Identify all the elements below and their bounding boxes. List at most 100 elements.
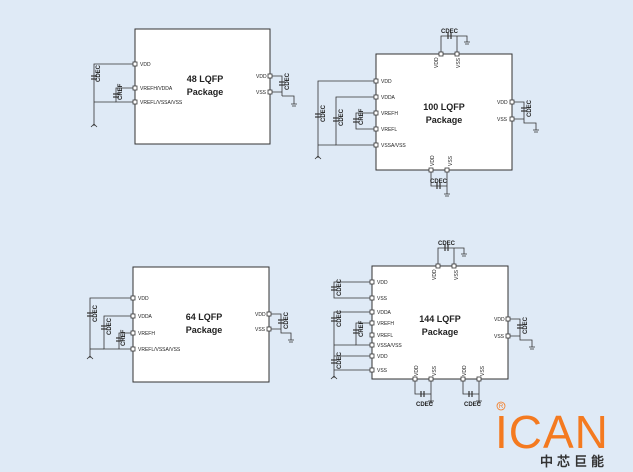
- cap-64-left-a-label: CDEC: [93, 304, 99, 322]
- wire-64-vdda: [103, 315, 131, 350]
- pin-144-bottom-vdd-2: [460, 376, 466, 382]
- wire-144-vref: [355, 322, 370, 346]
- pin-64-vdd-right-label: VDD: [255, 312, 266, 318]
- wire-48-right-gnd: [282, 95, 295, 104]
- cap-48-cdec-label: CDEC: [96, 64, 102, 82]
- package-48-title: 48 LQFP: [187, 74, 224, 84]
- pin-100-vdda-label: VDDA: [381, 95, 396, 101]
- pin-48-vrefh: [132, 85, 138, 91]
- pin-100-vdd-right: [509, 99, 515, 105]
- cap-144-bottom-1-label: CDEC: [416, 402, 434, 408]
- pin-100-bottom-vdd: [428, 167, 434, 173]
- pin-48-vdd-label: VDD: [140, 62, 151, 68]
- pin-144-bottom-vss-2: [476, 376, 482, 382]
- pin-100-vrefl: [373, 126, 379, 132]
- ground-48-right: [291, 103, 297, 107]
- cap-144-bottom-2-label: CDEC: [464, 402, 482, 408]
- wire-48-vdd: [93, 63, 133, 126]
- ground-100-left: [314, 155, 322, 160]
- cap-100-top-label: CDEC: [441, 29, 459, 35]
- pin-144-top-vdd: [435, 263, 441, 269]
- wire-100-vdd: [317, 80, 374, 158]
- logo-chinese-name: 中芯巨能: [540, 454, 608, 469]
- pin-100-top-vss: [454, 51, 460, 57]
- wire-48-right: [272, 75, 283, 96]
- cap-48-cref-label: CREF: [118, 83, 124, 100]
- cap-64-left-b-label: CDEC: [107, 317, 113, 335]
- pin-64-vdd: [130, 295, 136, 301]
- pin-144-vdda: [369, 309, 375, 315]
- pin-64-vdd-right: [266, 311, 272, 317]
- package-48lqfp: 48 LQFP Package VDD VREFH/VDDA VREFL/VSS…: [90, 28, 297, 145]
- pin-144-vdda-label: VDDA: [377, 310, 392, 316]
- cap-64-left-c-label: CREF: [121, 329, 127, 346]
- pin-48-vdd-right: [267, 73, 273, 79]
- pin-144-vssa-label: VSSA/VSS: [377, 343, 402, 349]
- wire-48-vref: [115, 87, 133, 103]
- cap-144-left-c-label: CREF: [359, 320, 365, 337]
- ground-64-left: [86, 355, 94, 360]
- pin-144-vss-2-label: VSS: [377, 368, 388, 374]
- package-144-title: 144 LQFP: [419, 314, 461, 324]
- logo-wordmark: ICAN: [495, 406, 609, 458]
- wire-100-top: [440, 35, 468, 52]
- wire-64-vdd: [89, 297, 131, 358]
- pin-144-vdd-1: [369, 279, 375, 285]
- cap-100-left-c-label: CREF: [359, 108, 365, 125]
- pin-144-bottom-vss-1: [428, 376, 434, 382]
- pin-144-top-vss-label: VSS: [454, 269, 460, 280]
- pin-100-top-vdd: [438, 51, 444, 57]
- pin-144-vssa: [369, 342, 375, 348]
- wire-64-right: [271, 313, 292, 340]
- pin-100-vrefh-label: VREFH: [381, 111, 398, 117]
- wire-64-vref: [118, 332, 131, 349]
- wire-144-bottom-2: [462, 381, 480, 401]
- ground-144-bottom-2: [476, 400, 482, 404]
- pin-144-bottom-vss-2-label: VSS: [480, 365, 486, 376]
- cap-100-bottom-label: CDEC: [430, 179, 448, 185]
- package-48-body: [134, 28, 271, 145]
- package-64-title: 64 LQFP: [186, 312, 223, 322]
- cap-144-top-label: CDEC: [438, 241, 456, 247]
- pin-64-vrefl-label: VREFL/VSSA/VSS: [138, 347, 181, 353]
- pin-144-vss-1: [369, 295, 375, 301]
- cap-64-right-label: CDEC: [284, 311, 290, 329]
- package-64-subtitle: Package: [186, 325, 223, 335]
- package-48-subtitle: Package: [187, 87, 224, 97]
- pin-64-vrefl: [130, 346, 136, 352]
- cap-100-left-a-label: CDEC: [321, 104, 327, 122]
- pin-100-vrefl-label: VREFL: [381, 127, 397, 133]
- pin-48-vrefh-label: VREFH/VDDA: [140, 86, 173, 92]
- pin-144-bottom-vss-1-label: VSS: [432, 365, 438, 376]
- pin-48-vrefl-label: VREFL/VSSA/VSS: [140, 100, 183, 106]
- registered-mark-glyph: R: [499, 404, 504, 410]
- package-100-subtitle: Package: [426, 115, 463, 125]
- wire-144-top: [437, 247, 465, 264]
- ground-144-left: [330, 375, 338, 380]
- pin-144-vss-right: [505, 333, 511, 339]
- pin-100-vssa: [373, 142, 379, 148]
- cap-100-right-label: CDEC: [527, 99, 533, 117]
- pin-144-vdd-right: [505, 316, 511, 322]
- brand-logo: ICAN R 中芯巨能: [495, 401, 609, 469]
- pin-144-vss-1-label: VSS: [377, 296, 388, 302]
- pin-100-vssa-label: VSSA/VSS: [381, 143, 406, 149]
- wire-100-vref: [355, 112, 374, 130]
- ground-48-left: [90, 123, 98, 128]
- pin-48-vss-right: [267, 89, 273, 95]
- cap-144-left-b-label: CDEC: [337, 309, 343, 327]
- pin-100-vdda: [373, 94, 379, 100]
- pin-100-vdd-label: VDD: [381, 79, 392, 85]
- pin-100-bottom-vdd-label: VDD: [430, 155, 436, 166]
- package-64-body: [132, 266, 270, 383]
- pin-100-vss-right-label: VSS: [497, 117, 508, 123]
- pin-144-vrefl: [369, 332, 375, 338]
- cap-144-left-a-label: CDEC: [337, 278, 343, 296]
- pin-64-vdd-label: VDD: [138, 296, 149, 302]
- pin-144-top-vdd-label: VDD: [432, 269, 438, 280]
- package-100-body: [375, 53, 513, 171]
- ground-144-bottom-1: [428, 400, 434, 404]
- package-100lqfp: 100 LQFP Package VDD VSS CDEC VDD VDDA V…: [314, 29, 539, 197]
- pin-144-vdd-2: [369, 353, 375, 359]
